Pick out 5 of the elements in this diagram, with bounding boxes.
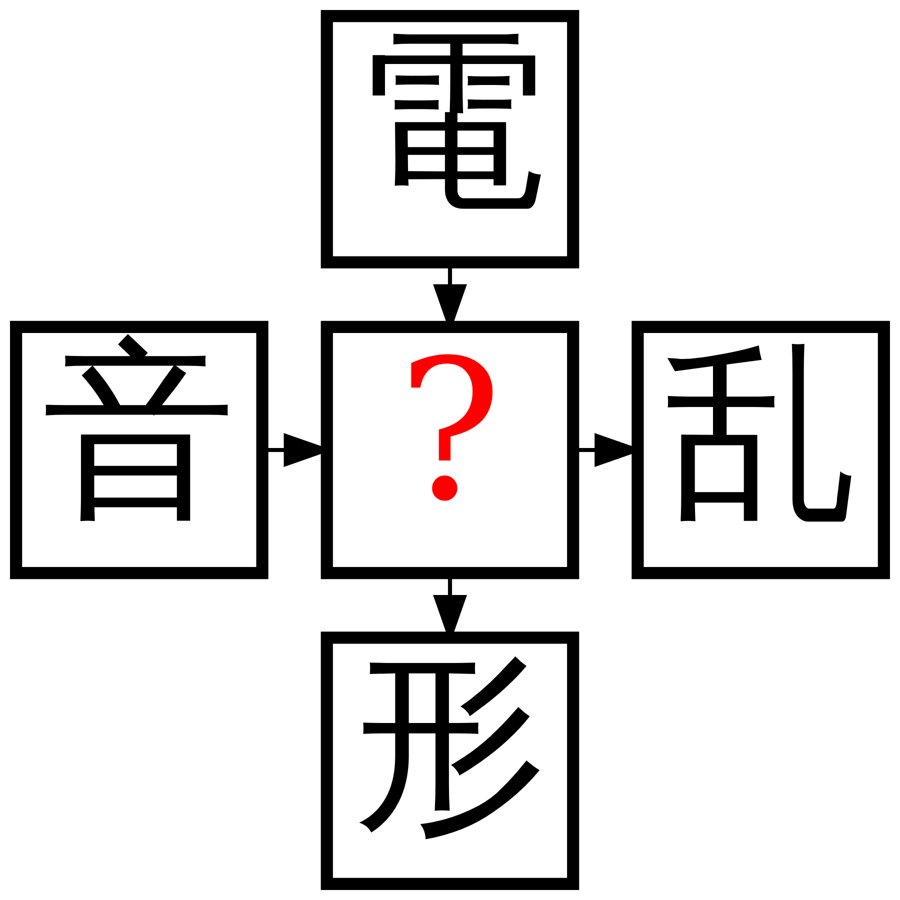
node-box: 乱	[632, 320, 890, 580]
node-box: 形	[320, 632, 580, 890]
node-box: ?	[320, 320, 580, 580]
node-box: 電	[320, 10, 580, 268]
node-box: 音	[10, 320, 268, 580]
